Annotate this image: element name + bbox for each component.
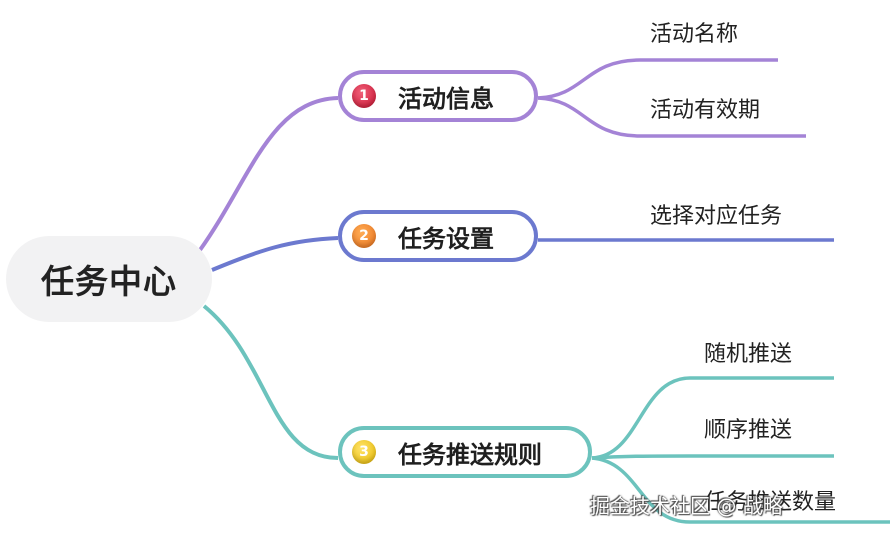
leaf-node-select-task[interactable]: 选择对应任务 xyxy=(650,204,783,229)
connector-root-branch3 xyxy=(202,304,339,460)
branch-node-activity-info[interactable]: 1 活动信息 xyxy=(338,70,538,122)
watermark: 掘金技术社区 @ 战略 xyxy=(590,494,783,518)
branch-label: 活动信息 xyxy=(398,84,494,113)
connector-branch1-leaf2 xyxy=(537,96,806,138)
leaf-node-push-count[interactable]: 任务推送数量 xyxy=(704,490,837,515)
branch-label: 任务设置 xyxy=(398,224,494,253)
branch-label: 任务推送规则 xyxy=(398,440,542,469)
priority-3-icon: 3 xyxy=(352,440,376,464)
branch-node-task-settings[interactable]: 2 任务设置 xyxy=(338,210,538,262)
leaf-node-random-push[interactable]: 随机推送 xyxy=(704,342,793,367)
connector-root-branch1 xyxy=(198,96,339,252)
priority-2-icon: 2 xyxy=(352,224,376,248)
connector-branch3-leaf1 xyxy=(591,376,834,460)
branch-node-push-rules[interactable]: 3 任务推送规则 xyxy=(338,426,592,478)
root-node[interactable]: 任务中心 xyxy=(6,236,212,322)
leaf-node-sequential-push[interactable]: 顺序推送 xyxy=(704,418,793,443)
connector-branch1-leaf1 xyxy=(537,58,778,100)
priority-1-icon: 1 xyxy=(352,84,376,108)
connector-root-branch2 xyxy=(211,236,339,272)
connector-branch3-leaf3 xyxy=(591,456,890,524)
connector-branch3-leaf2 xyxy=(591,454,834,460)
leaf-node-activity-validity[interactable]: 活动有效期 xyxy=(650,98,761,123)
leaf-node-activity-name[interactable]: 活动名称 xyxy=(650,22,739,47)
root-label: 任务中心 xyxy=(41,262,177,301)
